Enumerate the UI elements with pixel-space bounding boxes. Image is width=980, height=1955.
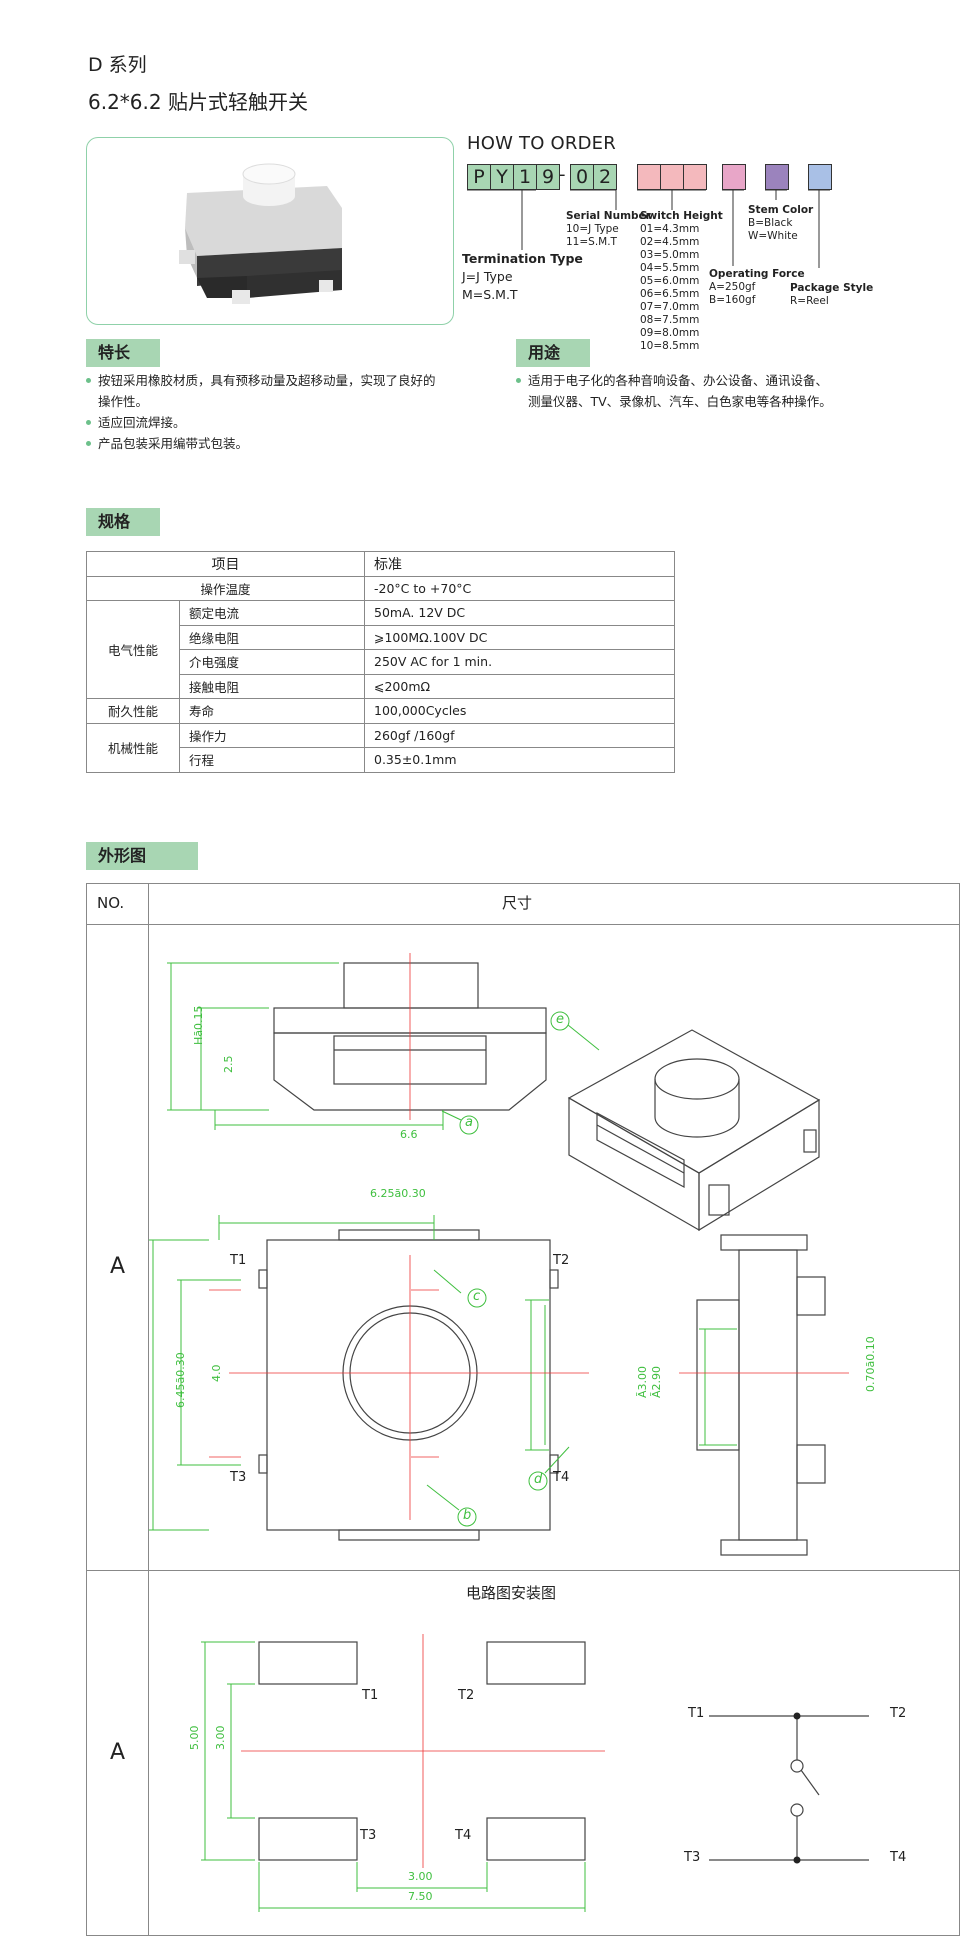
code-digit-2: 2	[593, 164, 617, 190]
terminal-t4: T4	[553, 1470, 570, 1485]
callout-a: a	[465, 1115, 473, 1130]
pad-t2: T2	[458, 1688, 475, 1703]
circuit-t4: T4	[890, 1850, 907, 1865]
code-digit-0: 0	[570, 164, 594, 190]
use-item-cont: 测量仪器、TV、录像机、汽车、白色家电等各种操作。	[528, 394, 832, 409]
use-item: 适用于电子化的各种音响设备、办公设备、通讯设备、	[516, 370, 832, 391]
dim-7-50: 7.50	[408, 1890, 433, 1903]
order-leader-lines	[467, 189, 830, 268]
callout-e: e	[556, 1012, 564, 1027]
table-row: 接触电阻⩽200mΩ	[87, 673, 675, 699]
force-box	[722, 164, 746, 190]
product-title: 6.2*6.2 贴片式轻触开关	[88, 90, 308, 114]
height-box-2	[660, 164, 684, 190]
product-photo-frame	[86, 137, 454, 325]
table-row: 操作温度-20°C to +70°C	[86, 575, 675, 601]
pad-t4: T4	[455, 1828, 472, 1843]
features-heading: 特长	[86, 339, 160, 367]
dim-6-25: 6.25ã0.30	[370, 1187, 426, 1200]
switch-photo	[179, 163, 342, 304]
how-to-order-heading: HOW TO ORDER	[467, 133, 616, 154]
footprint-circuit-drawing	[201, 1634, 869, 1912]
spec-heading: 规格	[86, 508, 160, 536]
outline-heading: 外形图	[86, 842, 198, 870]
outline-drawings	[149, 953, 849, 1556]
col-no-header: NO.	[97, 894, 125, 912]
row-a-circuit-label: A	[110, 1740, 126, 1765]
outline-table	[86, 883, 960, 1936]
code-letter-y: Y	[490, 164, 514, 190]
features-list: 按钮采用橡胶材质，具有预移动量及超移动量，实现了良好的 操作性。 适应回流焊接。…	[86, 370, 436, 454]
circuit-t1: T1	[688, 1706, 705, 1721]
table-row: 项目标准	[86, 551, 675, 577]
stem-box	[765, 164, 789, 190]
dim-0-70: 0.70ã0.10	[864, 1336, 877, 1392]
dim-2-5: 2.5	[222, 1055, 235, 1074]
pad-t3: T3	[360, 1828, 377, 1843]
feature-item: 按钮采用橡胶材质，具有预移动量及超移动量，实现了良好的	[86, 370, 436, 391]
package-box	[808, 164, 832, 190]
row-divider	[86, 1570, 960, 1571]
uses-list: 适用于电子化的各种音响设备、办公设备、通讯设备、 测量仪器、TV、录像机、汽车、…	[516, 370, 832, 412]
code-dash: -	[559, 164, 566, 185]
feature-item: 适应回流焊接。	[86, 412, 436, 433]
header-divider	[86, 924, 960, 925]
pad-t1: T1	[362, 1688, 379, 1703]
series-label: D 系列	[88, 54, 147, 76]
dim-5-00: 5.00	[188, 1725, 201, 1751]
terminal-t3: T3	[230, 1470, 247, 1485]
circuit-t3: T3	[684, 1850, 701, 1865]
dim-h: Hã0.15	[192, 1005, 205, 1045]
dim-a300: Ã3.00	[636, 1365, 649, 1398]
dim-6-6: 6.6	[400, 1128, 418, 1141]
code-digit-9: 9	[536, 164, 560, 190]
dim-3-00: 3.00	[214, 1725, 227, 1751]
dim-a290: Ã2.90	[650, 1365, 663, 1398]
feature-item-cont: 操作性。	[98, 394, 149, 409]
callout-d: d	[534, 1472, 543, 1487]
uses-heading: 用途	[516, 339, 590, 367]
terminal-t1: T1	[230, 1253, 247, 1268]
row-a-label: A	[110, 1254, 126, 1279]
circuit-title: 电路图安装图	[466, 1584, 557, 1602]
column-divider	[148, 883, 149, 1936]
height-box-1	[637, 164, 661, 190]
code-digit-1: 1	[513, 164, 537, 190]
feature-item: 产品包装采用编带式包装。	[86, 433, 436, 454]
table-row: 绝缘电阻⩾100MΩ.100V DC	[87, 624, 675, 650]
dim-b3-00: 3.00	[408, 1870, 433, 1883]
callout-b: b	[463, 1508, 472, 1523]
code-letter-p: P	[467, 164, 491, 190]
dim-6-45: 6.45ã0.30	[174, 1352, 187, 1408]
terminal-t2: T2	[553, 1253, 570, 1268]
height-box-3	[683, 164, 707, 190]
callout-c: c	[473, 1289, 481, 1304]
col-dim-header: 尺寸	[502, 894, 533, 912]
circuit-t2: T2	[890, 1706, 907, 1721]
dim-4-0: 4.0	[210, 1364, 223, 1383]
